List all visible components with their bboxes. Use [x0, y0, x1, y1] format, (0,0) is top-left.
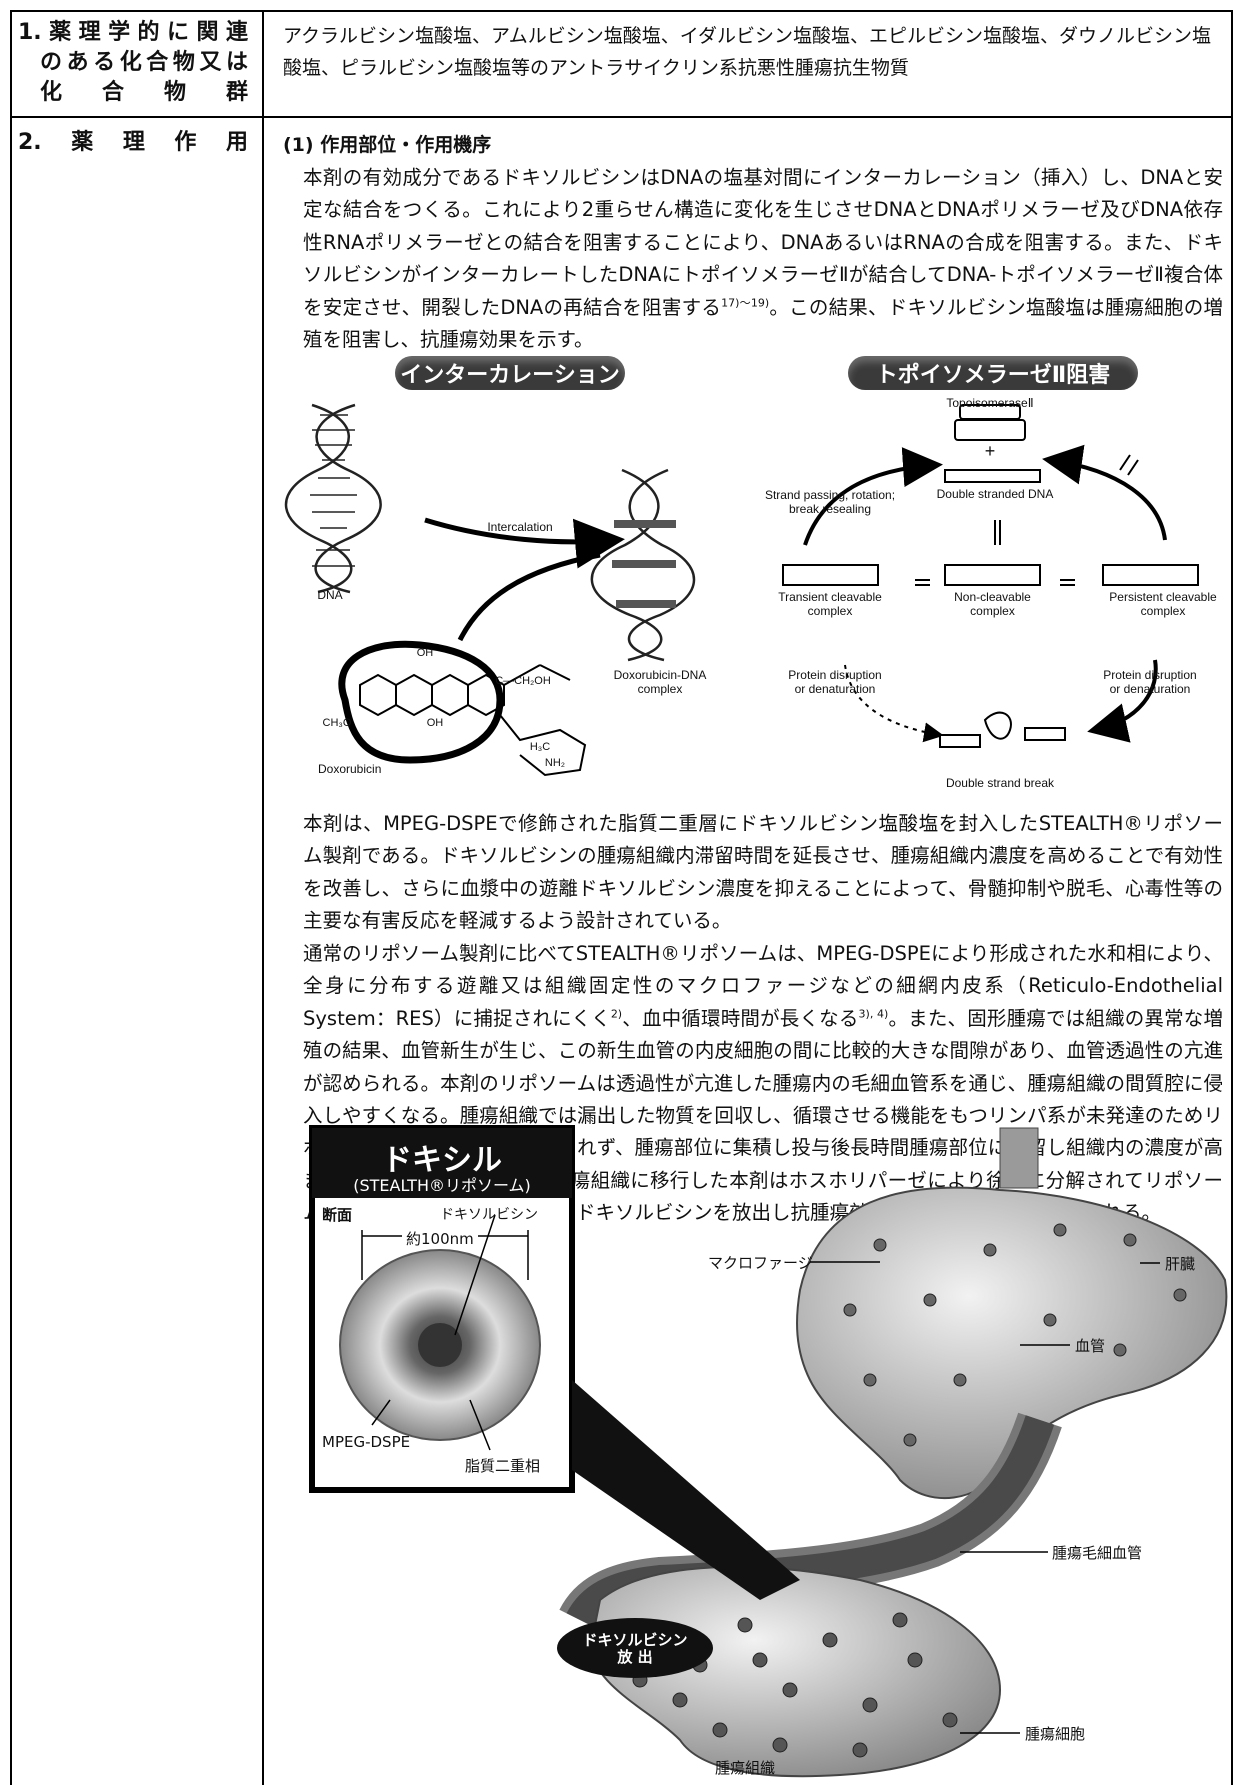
section1-label-char: 化 [119, 50, 142, 75]
label-intercalation: Intercalation [487, 520, 553, 534]
chem-nh2: NH₂ [544, 757, 566, 769]
chem-ch2oh: C—CH₂OH [495, 675, 551, 687]
plus-sign: + [984, 441, 996, 461]
section1-label-char: 1. [18, 20, 42, 45]
section1-label-char: に [167, 20, 190, 45]
section1-label-char: 物 [172, 50, 195, 75]
section1-label-char: 化 [40, 80, 63, 105]
section1-label-char: 的 [137, 20, 160, 45]
section2-label-char: 薬 [71, 130, 94, 155]
label-macrophage: マクロファージ [708, 1254, 813, 1272]
label-capillary: 腫瘍毛細血管 [1052, 1544, 1143, 1562]
section1-label-char: 学 [108, 20, 131, 45]
chem-oh3: OH [426, 717, 444, 729]
section1-label-char: 薬 [49, 20, 72, 45]
mechanism-paragraph: 本剤の有効成分であるドキソルビシンはDNAの塩基対間にインターカレーション（挿入… [303, 166, 1223, 352]
label-size: 約100nm [402, 1228, 478, 1249]
intercalation-pill: インターカレーション [395, 356, 625, 390]
chem-h3c: H₃C [529, 741, 551, 753]
label-vessel: 血管 [1075, 1337, 1106, 1355]
section1-label-char: は [225, 50, 248, 75]
label-lipid: 脂質二重相 [465, 1457, 541, 1475]
section1-label-char: 連 [225, 20, 248, 45]
row-divider [10, 116, 1233, 118]
label-liver: 肝臓 [1165, 1255, 1196, 1273]
label-mpeg: MPEG-DSPE [322, 1433, 411, 1451]
label-doxo-inset: ドキソルビシン [440, 1207, 538, 1223]
label-strand: Strand passing, rotation;break resealing [764, 488, 896, 516]
label-tumor-cell: 腫瘍細胞 [1025, 1725, 1086, 1743]
table-frame [10, 10, 1233, 1785]
section2-label-char: 2. [18, 130, 42, 155]
section1-label-char: 物 [163, 80, 186, 105]
doxil-subtitle: (STEALTH®リポソーム) [353, 1176, 531, 1195]
doxil-title: ドキシル [382, 1143, 502, 1178]
topoisomerase-pill: トポイソメラーゼⅡ阻害 [848, 356, 1138, 390]
stealth-paragraph: 本剤は、MPEG-DSPEで修飾された脂質二重層にドキソルビシン塩酸塩を封入した… [303, 812, 1223, 933]
section1-label-char: 群 [225, 80, 248, 105]
chem-ch3o: CH₃O [322, 717, 352, 729]
section1-label-char: の [40, 50, 63, 75]
label-doxorubicin: Doxorubicin [318, 762, 382, 776]
column-divider [262, 10, 264, 1785]
section2-label-char: 理 [122, 130, 145, 155]
subheading: (1) 作用部位・作用機序 [283, 134, 492, 156]
section2-label-char: 用 [225, 130, 248, 155]
label-dna: DNA [317, 588, 343, 602]
chem-oh1: OH [416, 647, 434, 659]
label-dsdna: Double stranded DNA [936, 487, 1054, 501]
label-release: ドキソルビシン放 出 [582, 1631, 688, 1666]
section1-label-char: る [93, 50, 116, 75]
section1-label-char: 合 [146, 50, 169, 75]
label-tumor-tissue: 腫瘍組織 [715, 1759, 776, 1777]
section1-text: アクラルビシン塩酸塩、アムルビシン塩酸塩、イダルビシン塩酸塩、エピルビシン塩酸塩… [283, 25, 1211, 79]
section1-label-char: あ [66, 50, 89, 75]
label-topo: TopoisomeraseⅡ [946, 396, 1034, 410]
section1-label-char: 合 [101, 80, 124, 105]
label-section: 断面 [322, 1206, 353, 1224]
label-dsbreak: Double strand break [945, 776, 1055, 790]
section1-label-char: 又 [199, 50, 222, 75]
section1-label-char: 関 [196, 20, 219, 45]
section2-label-char: 作 [174, 130, 197, 155]
section1-label: 1.薬理学的に関連 のある化合物又は 化合物群 [18, 18, 248, 108]
section2-label: 2. 薬 理 作 用 [18, 128, 248, 158]
section1-label-char: 理 [78, 20, 101, 45]
